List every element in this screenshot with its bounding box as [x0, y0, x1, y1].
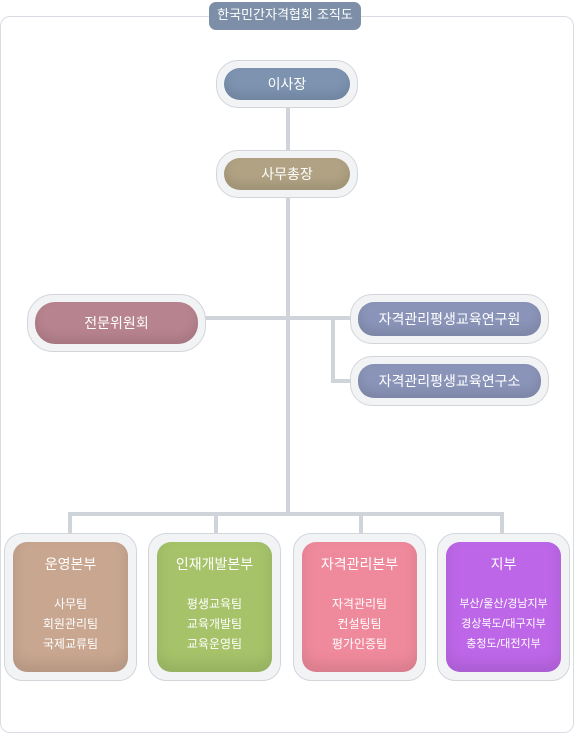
department-body: 운영본부 사무팀 회원관리팀 국제교류팀 [13, 542, 128, 672]
chairman-node: 이사장 [216, 60, 358, 108]
connector-dept-3 [359, 512, 363, 534]
team-item: 평생교육팀 [186, 597, 243, 611]
connector-institute-2 [331, 379, 353, 383]
connector-dept-2 [214, 512, 218, 534]
team-item: 사무팀 [53, 597, 88, 611]
connector-vertical-main [286, 104, 290, 514]
team-item: 교육운영팀 [186, 637, 243, 651]
department-body: 지부 부산/울산/경남지부 경상북도/대구지부 충청도/대전지부 [446, 542, 561, 672]
connector-dept-4 [500, 512, 504, 534]
connector-committee [205, 316, 353, 320]
department-body: 인재개발본부 평생교육팀 교육개발팀 교육운영팀 [157, 542, 272, 672]
secretary-general-label: 사무총장 [224, 158, 350, 190]
institute-label-2: 자격관리평생교육연구소 [358, 364, 541, 398]
team-list: 사무팀 회원관리팀 국제교류팀 [13, 594, 128, 654]
department-name: 자격관리본부 [320, 557, 399, 573]
team-item: 교육개발팀 [186, 617, 243, 631]
team-list: 평생교육팀 교육개발팀 교육운영팀 [157, 594, 272, 654]
connector-institute-branch [331, 316, 335, 382]
chart-title: 한국민간자격협회 조직도 [209, 2, 361, 30]
institute-node-2: 자격관리평생교육연구소 [350, 356, 549, 406]
department-name: 지부 [490, 557, 517, 573]
department-card: 운영본부 사무팀 회원관리팀 국제교류팀 [4, 533, 137, 681]
secretary-general-node: 사무총장 [216, 150, 358, 198]
institute-label-1: 자격관리평생교육연구원 [358, 302, 541, 336]
department-card: 지부 부산/울산/경남지부 경상북도/대구지부 충청도/대전지부 [437, 533, 570, 681]
team-item: 평가인증팀 [331, 637, 388, 651]
team-list: 부산/울산/경남지부 경상북도/대구지부 충청도/대전지부 [446, 594, 561, 654]
department-card: 인재개발본부 평생교육팀 교육개발팀 교육운영팀 [148, 533, 281, 681]
chairman-label: 이사장 [224, 68, 350, 100]
team-item: 부산/울산/경남지부 [459, 597, 548, 610]
team-item: 컨설팅팀 [337, 617, 382, 631]
connector-dept-1 [68, 512, 72, 534]
institute-node-1: 자격관리평생교육연구원 [350, 294, 549, 344]
department-body: 자격관리본부 자격관리팀 컨설팅팀 평가인증팀 [302, 542, 417, 672]
team-item: 경상북도/대구지부 [461, 617, 546, 630]
committee-label: 전문위원회 [35, 302, 198, 344]
team-item: 회원관리팀 [42, 617, 99, 631]
department-name: 인재개발본부 [175, 557, 254, 573]
team-list: 자격관리팀 컨설팅팀 평가인증팀 [302, 594, 417, 654]
department-card: 자격관리본부 자격관리팀 컨설팅팀 평가인증팀 [293, 533, 426, 681]
team-item: 국제교류팀 [42, 637, 99, 651]
connector-horizontal-depts [68, 512, 504, 516]
team-item: 자격관리팀 [331, 597, 388, 611]
committee-node: 전문위원회 [27, 294, 206, 352]
team-item: 충청도/대전지부 [466, 637, 541, 650]
department-name: 운영본부 [44, 557, 97, 573]
